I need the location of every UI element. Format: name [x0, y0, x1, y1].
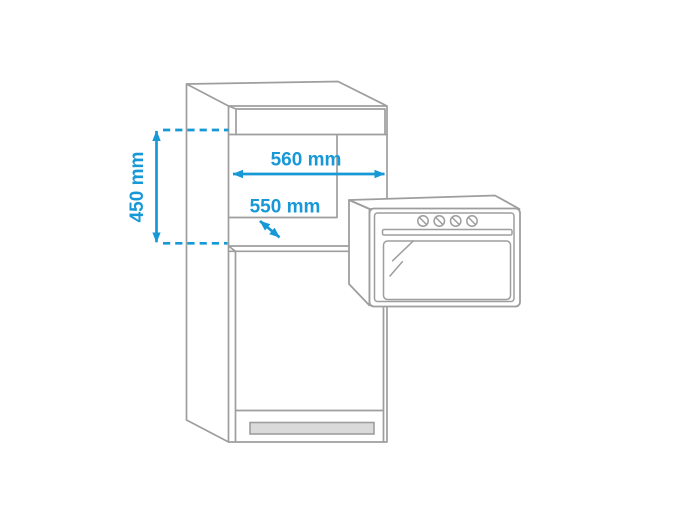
window-reflection-lines: [389, 240, 415, 277]
oven-front-panel: [368, 207, 521, 308]
height-label: 450 mm: [127, 152, 148, 223]
cabinet-top-drawer: [227, 105, 386, 136]
depth-dimension: 550 mm: [250, 197, 321, 239]
oven-knob-icon: [433, 215, 446, 227]
oven-knob-icon: [466, 215, 478, 227]
height-dimension: 450 mm: [127, 128, 229, 245]
oven-knob-icon: [449, 215, 462, 227]
width-dimension: 560 mm: [232, 150, 386, 179]
oven: [348, 194, 521, 308]
oven-side: [348, 199, 371, 307]
oven-handle: [381, 228, 513, 236]
niche-shelf-edge: [227, 245, 361, 253]
depth-arrow: [259, 219, 281, 239]
oven-knob-icon: [417, 215, 429, 227]
oven-door-window: [382, 240, 512, 301]
height-extension-lines: [163, 128, 229, 245]
width-label: 560 mm: [271, 150, 342, 171]
knob-slash: [451, 216, 461, 226]
knob-slash: [467, 216, 477, 226]
oven-inner-frame: [373, 212, 515, 303]
knob-slash: [434, 216, 444, 226]
vent-grille: [249, 421, 375, 435]
oven-knobs: [417, 215, 478, 227]
depth-label: 550 mm: [250, 197, 321, 218]
cabinet-outline: [185, 80, 388, 443]
knob-slash: [418, 216, 428, 226]
